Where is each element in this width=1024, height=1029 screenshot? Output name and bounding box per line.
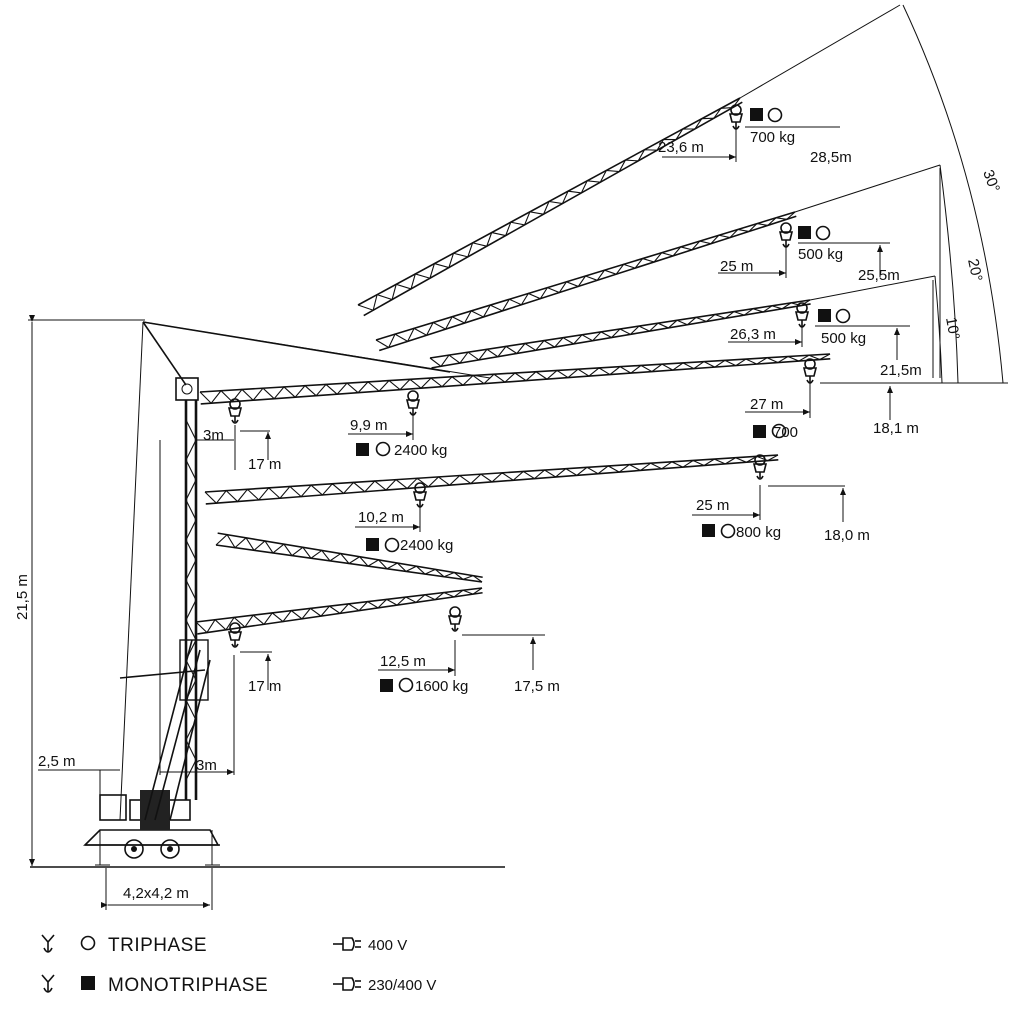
hook-height-0-label: 17 m — [248, 456, 281, 473]
radius-30-label: 23,6 m — [658, 139, 704, 156]
triphase-circle-icon — [720, 523, 736, 539]
height-total-label: 21,5 m — [14, 574, 31, 620]
hook-legend-icon — [41, 974, 55, 993]
legend-triphase: TRIPHASE — [108, 935, 207, 956]
angle-20-label: 20° — [964, 257, 985, 283]
hook-block-icon — [447, 606, 463, 632]
triphase-circle-icon — [771, 423, 787, 439]
monotriphase-square-icon — [366, 538, 379, 551]
radius-20-label: 25 m — [720, 258, 753, 275]
inner-load-mid-label: 2400 kg — [400, 537, 453, 554]
inner-load-0-label: 2400 kg — [394, 442, 447, 459]
load-folded-label: 1600 kg — [415, 678, 468, 695]
height-folded-label: 17,5 m — [514, 678, 560, 695]
height-20-label: 25,5m — [858, 267, 900, 284]
labels: 21,5 m 2,5 m 3m 3m 4,2x4,2 m 30° 20° 10°… — [14, 129, 1003, 902]
jib-mid — [204, 454, 779, 505]
tower-mast — [119, 377, 211, 821]
triphase-circle-icon — [835, 308, 851, 324]
height-mid-label: 18,0 m — [824, 527, 870, 544]
height-0-label: 18,1 m — [873, 420, 919, 437]
jib-0deg — [199, 353, 831, 405]
hook-block-icon — [802, 358, 818, 384]
load-20-label: 500 kg — [798, 246, 843, 263]
load-10-label: 500 kg — [821, 330, 866, 347]
radius-0-label: 27 m — [750, 396, 783, 413]
offset-top-label: 3m — [203, 427, 224, 444]
plug-icon — [333, 977, 361, 991]
height-30-label: 28,5m — [810, 149, 852, 166]
inner-radius-mid-label: 10,2 m — [358, 509, 404, 526]
angle-arcs — [820, 4, 1008, 384]
monotriphase-square-icon — [380, 679, 393, 692]
hook-legend-icon — [41, 934, 55, 953]
legend-230-400v: 230/400 V — [368, 977, 436, 994]
monotriphase-square-icon — [356, 443, 369, 456]
jib-30deg — [357, 97, 743, 317]
radius-10-label: 26,3 m — [730, 326, 776, 343]
monotriphase-square-icon — [753, 425, 766, 438]
hook-group — [227, 104, 818, 648]
triphase-circle-icon — [815, 225, 831, 241]
radius-folded-label: 12,5 m — [380, 653, 426, 670]
rear-label: 2,5 m — [38, 753, 76, 770]
load-30-label: 700 kg — [750, 129, 795, 146]
triphase-legend-circle-icon — [80, 935, 96, 951]
triphase-circle-icon — [398, 677, 414, 693]
hook-height-folded-label: 17 m — [248, 678, 281, 695]
jib-10deg — [429, 299, 811, 369]
monotriphase-square-icon — [818, 309, 831, 322]
inner-radius-0-label: 9,9 m — [350, 417, 388, 434]
offset-bottom-label: 3m — [196, 757, 217, 774]
hook-block-icon — [752, 454, 768, 480]
load-mid-label: 800 kg — [736, 524, 781, 541]
stay-system — [119, 321, 491, 821]
angle-30-label: 30° — [979, 168, 1003, 195]
radius-mid-label: 25 m — [696, 497, 729, 514]
monotriphase-square-icon — [702, 524, 715, 537]
dimension-lines — [28, 315, 235, 910]
triphase-circle-icon — [375, 441, 391, 457]
crane-chassis — [83, 790, 220, 866]
hook-block-icon — [778, 222, 794, 248]
legend-monotriphase: MONOTRIPHASE — [108, 975, 268, 996]
height-10-label: 21,5m — [880, 362, 922, 379]
luffing-cables — [739, 4, 941, 301]
monotriphase-legend-square-icon — [81, 976, 95, 990]
triphase-circle-icon — [384, 537, 400, 553]
hook-block-icon — [227, 398, 243, 424]
jib-folded-upper — [215, 532, 483, 583]
angle-10-label: 10° — [942, 316, 963, 341]
legend: TRIPHASE MONOTRIPHASE 400 V 230/400 V — [41, 934, 436, 996]
hook-block-icon — [794, 302, 810, 328]
radius-arrows — [234, 125, 941, 690]
jib-folded-lower — [195, 587, 483, 635]
legend-400v: 400 V — [368, 937, 407, 954]
jib-group — [195, 97, 831, 635]
hook-block-icon — [412, 482, 428, 508]
hook-block-icon — [227, 622, 243, 648]
jib-20deg — [375, 211, 797, 352]
plug-icon — [333, 937, 361, 951]
monotriphase-square-icon — [798, 226, 811, 239]
triphase-circle-icon — [767, 107, 783, 123]
base-label: 4,2x4,2 m — [123, 885, 189, 902]
monotriphase-square-icon — [750, 108, 763, 121]
power-symbols — [356, 107, 851, 693]
